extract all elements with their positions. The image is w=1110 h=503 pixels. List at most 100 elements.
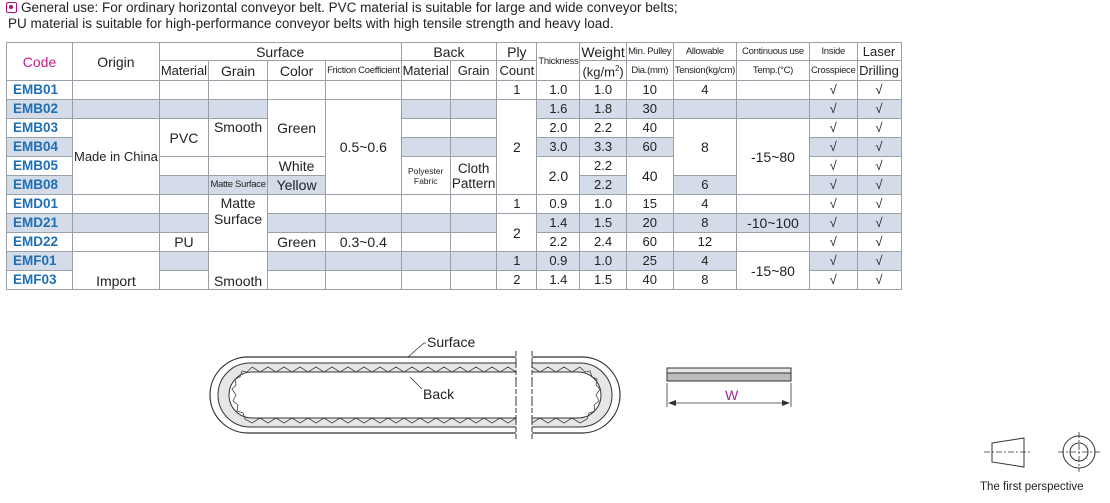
header-back: Back xyxy=(400,42,498,61)
check-mark: √ xyxy=(856,118,902,139)
check-mark: √ xyxy=(808,175,858,196)
tension-value: 8 xyxy=(672,270,737,291)
belt-cross-section xyxy=(666,367,792,374)
header-surface-grain: Grain xyxy=(208,59,269,82)
header-ply: Ply xyxy=(496,42,538,61)
belt-loop-drawing xyxy=(209,342,792,439)
check-mark: √ xyxy=(856,156,902,177)
thickness-value: 1.0 xyxy=(536,80,581,101)
specification-table: Code Origin Surface Back Ply Thickness W… xyxy=(6,41,902,291)
weight-value: 1.8 xyxy=(579,99,627,120)
header-surface: Surface xyxy=(158,42,402,61)
back-label: Back xyxy=(423,386,455,402)
check-mark: √ xyxy=(856,270,902,291)
pulley-value: 30 xyxy=(625,99,674,120)
weight-value: 3.3 xyxy=(579,137,627,158)
table-row: EMF03 2 1.4 1.5 40 8 √ √ xyxy=(6,270,902,291)
check-mark: √ xyxy=(808,213,858,234)
surface-grain-matte-pu: Matte Surface xyxy=(208,194,269,253)
check-mark: √ xyxy=(808,118,858,139)
header-friction: Friction Coefficient xyxy=(325,59,402,82)
surface-color-yellow: Yellow xyxy=(267,175,327,196)
pulley-value: 10 xyxy=(625,80,674,101)
ply-count: 2 xyxy=(496,213,538,253)
thickness-value: 2.0 xyxy=(536,156,581,196)
pulley-value: 25 xyxy=(625,251,674,272)
product-code: EMB04 xyxy=(6,137,73,158)
weight-value: 2.4 xyxy=(579,232,627,253)
projection-label: The first perspective xyxy=(980,481,1084,493)
ply-count: 1 xyxy=(496,194,538,215)
back-material-polyester: Polyester Fabric xyxy=(400,156,451,196)
header-back-grain: Grain xyxy=(449,59,498,82)
weight-value: 1.5 xyxy=(579,213,627,234)
temp-range: -15~80 xyxy=(735,251,810,291)
thickness-value: 2.0 xyxy=(536,118,581,139)
surface-material-pu: PU xyxy=(158,232,210,253)
weight-value: 2.2 xyxy=(579,118,627,139)
table-row: EMB05 White Polyester Fabric Cloth Patte… xyxy=(6,156,902,196)
ply-count: 2 xyxy=(496,270,538,291)
header-origin: Origin xyxy=(72,41,160,82)
pulley-value: 60 xyxy=(625,232,674,253)
surface-material-pvc: PVC xyxy=(158,118,210,158)
header-count: Count xyxy=(496,59,538,82)
check-mark: √ xyxy=(808,232,858,253)
check-mark: √ xyxy=(856,80,902,101)
ply-count: 2 xyxy=(496,99,538,196)
table-row: EMB03 Made in China PVC Smooth 2.0 1.8 2… xyxy=(6,118,902,196)
check-mark: √ xyxy=(808,251,858,272)
header-allowable-unit: Tension(kg/cm) xyxy=(672,59,737,82)
table-row: EMD22 PU Green 0.3~0.4 2.2 2.4 60 12 √ √ xyxy=(6,232,902,253)
header-surface-material: Material xyxy=(158,59,210,82)
weight-value: 2.2 xyxy=(579,156,627,177)
back-leader xyxy=(409,376,423,390)
table-row: EMB02 Green 0.5~0.6 2 1.6 1.8 30 √ √ xyxy=(6,99,902,196)
product-code: EMB02 xyxy=(6,99,73,120)
table-row: EMF01 Import Smooth 1 0.9 1.0 25 4 -15~8… xyxy=(6,251,902,291)
check-mark: √ xyxy=(856,175,902,196)
product-code: EMB01 xyxy=(6,80,73,101)
thickness-value: 1.4 xyxy=(536,270,581,291)
check-mark: √ xyxy=(808,99,858,120)
thickness-value: 1.4 xyxy=(536,213,581,234)
product-code: EMB08 xyxy=(6,175,73,196)
product-code: EMB03 xyxy=(6,118,73,139)
surface-grain-matte: Matte Surface xyxy=(208,175,269,196)
temp-range: -10~100 xyxy=(735,213,810,234)
check-mark: √ xyxy=(856,232,902,253)
weight-value: 1.5 xyxy=(579,270,627,291)
header-min-pulley: Min. Pulley xyxy=(625,42,674,61)
weight-value: 1.0 xyxy=(579,251,627,272)
pulley-value: 40 xyxy=(625,270,674,291)
tension-value: 4 xyxy=(672,194,737,215)
header-surface-color: Color xyxy=(267,59,327,82)
thickness-value: 0.9 xyxy=(536,194,581,215)
check-mark: √ xyxy=(808,156,858,177)
general-use-note: General use: For ordinary horizontal con… xyxy=(6,0,678,32)
pulley-value: 20 xyxy=(625,213,674,234)
header-back-material: Material xyxy=(400,59,451,82)
pulley-value: 15 xyxy=(625,194,674,215)
thickness-value: 2.2 xyxy=(536,232,581,253)
product-code: EMB05 xyxy=(6,156,73,177)
pulley-value: 40 xyxy=(625,118,674,139)
header-inside: Inside xyxy=(808,42,858,61)
product-code: EMD22 xyxy=(6,232,73,253)
surface-color-green: Green xyxy=(267,99,327,158)
check-mark: √ xyxy=(856,99,902,120)
table-row: EMB01 1 1.0 1.0 10 4 √ √ xyxy=(6,80,902,101)
projection-symbol: The first perspective xyxy=(980,430,1105,500)
header-crosspiece: Crosspiece xyxy=(808,59,858,82)
origin-made-in-china: Made in China xyxy=(72,118,160,196)
surface-label: Surface xyxy=(427,334,476,350)
tension-value: 6 xyxy=(672,175,737,196)
surface-color-green-pu: Green xyxy=(267,232,327,253)
check-mark: √ xyxy=(808,270,858,291)
bullet-icon xyxy=(6,2,17,13)
check-mark: √ xyxy=(808,194,858,215)
belt-diagram: Surface Back W xyxy=(200,325,810,460)
width-label: W xyxy=(725,387,739,403)
tension-value: 8 xyxy=(672,118,737,177)
check-mark: √ xyxy=(856,251,902,272)
